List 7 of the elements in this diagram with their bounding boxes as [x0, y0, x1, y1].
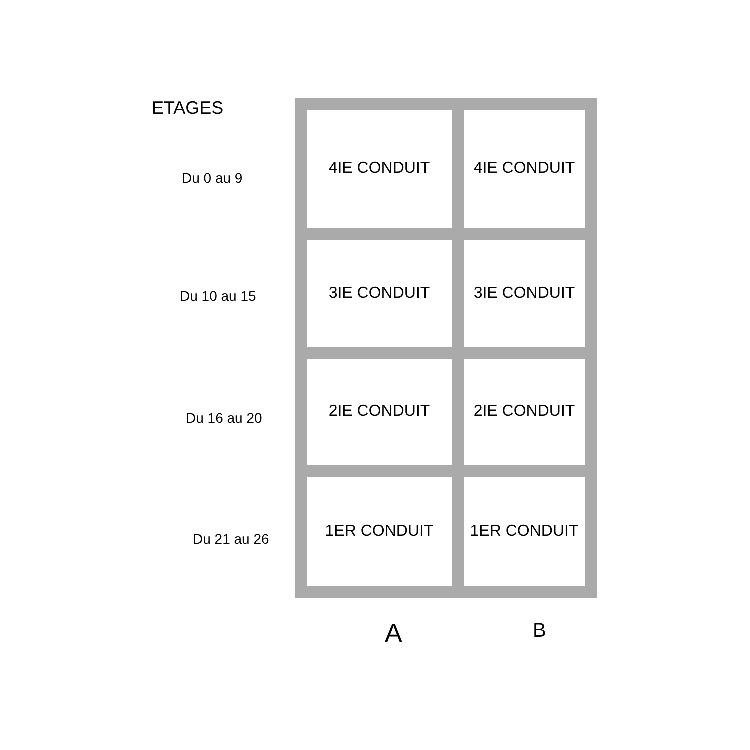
floor-range-label: Du 16 au 20 — [186, 410, 262, 426]
column-label: B — [533, 620, 546, 643]
floor-range-label: Du 10 au 15 — [180, 288, 256, 304]
column-heading: ETAGES — [152, 98, 224, 119]
floor-range-label: Du 21 au 26 — [193, 531, 270, 547]
column-label: A — [385, 618, 402, 649]
floor-range-label: Du 0 au 9 — [182, 170, 243, 186]
